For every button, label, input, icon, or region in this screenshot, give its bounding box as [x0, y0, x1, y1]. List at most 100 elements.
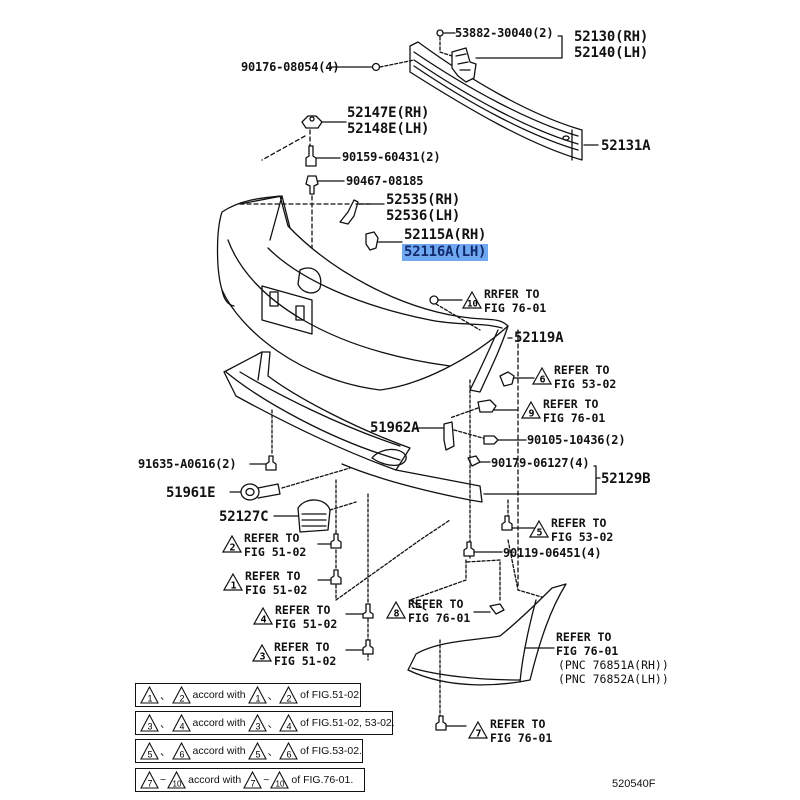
reference-triangle-icon: 2	[171, 685, 191, 704]
part-label-90105-10436[interactable]: 90105-10436(2)	[527, 433, 626, 447]
part-label-52140[interactable]: 52140(LH)	[574, 45, 649, 61]
part-label-52536[interactable]: 52536(LH)	[386, 208, 461, 224]
reference-triangle-icon: 9	[520, 400, 542, 420]
note-separator: ~	[160, 774, 167, 786]
ref-callout-8[interactable]: 8 REFER TO FIG 76-01	[385, 597, 471, 625]
part-label-53882-30040[interactable]: 53882-30040(2)	[455, 26, 554, 40]
ref-callout-9[interactable]: 9 REFER TO FIG 76-01	[520, 397, 605, 425]
note-figure-ref: of FIG.53-02.	[300, 745, 362, 757]
ref-line1: REFER TO	[245, 569, 301, 583]
part-label-90467-08185[interactable]: 90467-08185	[346, 174, 424, 188]
ref-callout-1[interactable]: 1 REFER TO FIG 51-02	[222, 569, 307, 597]
reference-triangle-icon: 6	[279, 741, 299, 760]
reference-triangle-icon: 6	[171, 741, 191, 760]
ref-callout-5[interactable]: 5 REFER TO FIG 53-02	[528, 516, 613, 544]
svg-text:7: 7	[147, 779, 152, 789]
nut-icon	[429, 295, 439, 305]
ref-callout-7[interactable]: 7 REFER TO FIG 76-01	[467, 717, 552, 745]
part-label-90159-60431[interactable]: 90159-60431(2)	[342, 150, 441, 164]
reference-triangle-icon: 4	[279, 713, 299, 732]
bumper-cover-52119a	[216, 195, 509, 393]
diagram-code: 520540F	[612, 778, 656, 790]
ref-line2: FIG 51-02	[244, 545, 307, 559]
ref-number: 8	[393, 609, 399, 620]
part-label-51961e[interactable]: 51961E	[166, 485, 216, 501]
part-label-52119a[interactable]: 52119A	[514, 330, 564, 346]
reference-triangle-icon: 7	[243, 770, 263, 789]
note-separator: 、	[267, 745, 279, 758]
ref-callout-3[interactable]: 3 REFER TO FIG 51-02	[251, 640, 336, 668]
note-text: accord with	[192, 717, 246, 729]
svg-text:1: 1	[255, 694, 260, 704]
ref-callout-2[interactable]: 2 REFER TO FIG 51-02	[221, 531, 307, 559]
side-bracket-icon	[339, 199, 359, 225]
reference-triangle-icon: 8	[385, 600, 407, 620]
part-label-52116a-selected[interactable]: 52116A(LH)	[402, 244, 489, 261]
ref-callout-4[interactable]: 4 REFER TO FIG 51-02	[252, 603, 338, 631]
push-clip-icon	[305, 175, 319, 195]
ref-line2: FIG 76-01	[408, 611, 471, 625]
part-label-52130[interactable]: 52130(RH)	[574, 29, 649, 45]
reference-triangle-icon: 2	[221, 534, 243, 554]
svg-text:10: 10	[173, 780, 182, 789]
ref-number: 6	[539, 375, 545, 386]
note-figure-ref: of FIG.51-02.	[300, 689, 362, 701]
fender-ref-line1: REFER TO	[556, 630, 612, 644]
reference-triangle-icon: 3	[140, 713, 159, 732]
part-label-52535[interactable]: 52535(RH)	[386, 192, 461, 208]
svg-text:1: 1	[147, 694, 152, 704]
part-label-52129b[interactable]: 52129B	[601, 471, 651, 487]
reference-triangle-icon: 2	[279, 685, 299, 704]
part-label-52127c[interactable]: 52127C	[219, 509, 269, 525]
svg-text:2: 2	[287, 694, 292, 704]
part-label-91635-a0616[interactable]: 91635-A0616(2)	[138, 457, 237, 471]
fender-liner-reference[interactable]: REFER TO FIG 76-01 (PNC 76851A(RH)) (PNC…	[556, 630, 669, 686]
part-label-90179-06127[interactable]: 90179-06127(4)	[491, 456, 590, 470]
reference-triangle-icon: 4	[171, 713, 191, 732]
nut-icon	[436, 29, 444, 37]
ref-line1: REFER TO	[408, 597, 464, 611]
side-retainer-icon	[365, 231, 379, 251]
svg-text:5: 5	[255, 750, 260, 760]
ref-callout-6[interactable]: 6 REFER TO FIG 53-02	[531, 363, 616, 391]
note-separator: 、	[267, 689, 279, 702]
svg-text:4: 4	[287, 722, 292, 732]
svg-text:7: 7	[251, 779, 256, 789]
ref-line2: FIG 51-02	[275, 617, 338, 631]
reference-triangle-icon: 3	[251, 643, 273, 663]
svg-text:2: 2	[179, 694, 184, 704]
tow-hook-icon	[240, 483, 281, 501]
svg-text:6: 6	[287, 750, 292, 760]
fender-liner-drawing	[407, 583, 567, 686]
ref-number: 1	[230, 581, 236, 592]
part-label-90176-08054[interactable]: 90176-08054(4)	[241, 60, 340, 74]
ref-line1: REFER TO	[554, 363, 610, 377]
reference-triangle-icon: 7	[467, 720, 489, 740]
part-label-52147e[interactable]: 52147E(RH)	[347, 105, 430, 121]
note-separator: 、	[160, 745, 171, 758]
reference-triangle-icon: 5	[528, 519, 550, 539]
bumper-reinforcement-52131a	[409, 41, 583, 161]
ref-callout-10[interactable]: 10 RRFER TO FIG 76-01	[461, 287, 546, 315]
part-label-52115a[interactable]: 52115A(RH)	[404, 227, 487, 243]
reference-triangle-icon: 5	[140, 741, 159, 760]
ref-line1: REFER TO	[244, 531, 300, 545]
ref-line1: REFER TO	[490, 717, 546, 731]
ref-number: 5	[536, 528, 542, 539]
part-label-51962a[interactable]: 51962A	[370, 420, 420, 436]
ref-line1: REFER TO	[551, 516, 607, 530]
note-separator: ~	[263, 774, 270, 786]
lower-spoiler-52129b	[223, 351, 483, 503]
part-label-52148e[interactable]: 52148E(LH)	[347, 121, 430, 137]
part-label-52131a[interactable]: 52131A	[601, 138, 651, 154]
reference-triangle-icon: 1	[247, 685, 267, 704]
note-separator: 、	[160, 689, 171, 702]
part-label-90119-06451[interactable]: 90119-06451(4)	[503, 546, 602, 560]
svg-text:10: 10	[276, 780, 285, 789]
ref-number: 9	[528, 409, 534, 420]
